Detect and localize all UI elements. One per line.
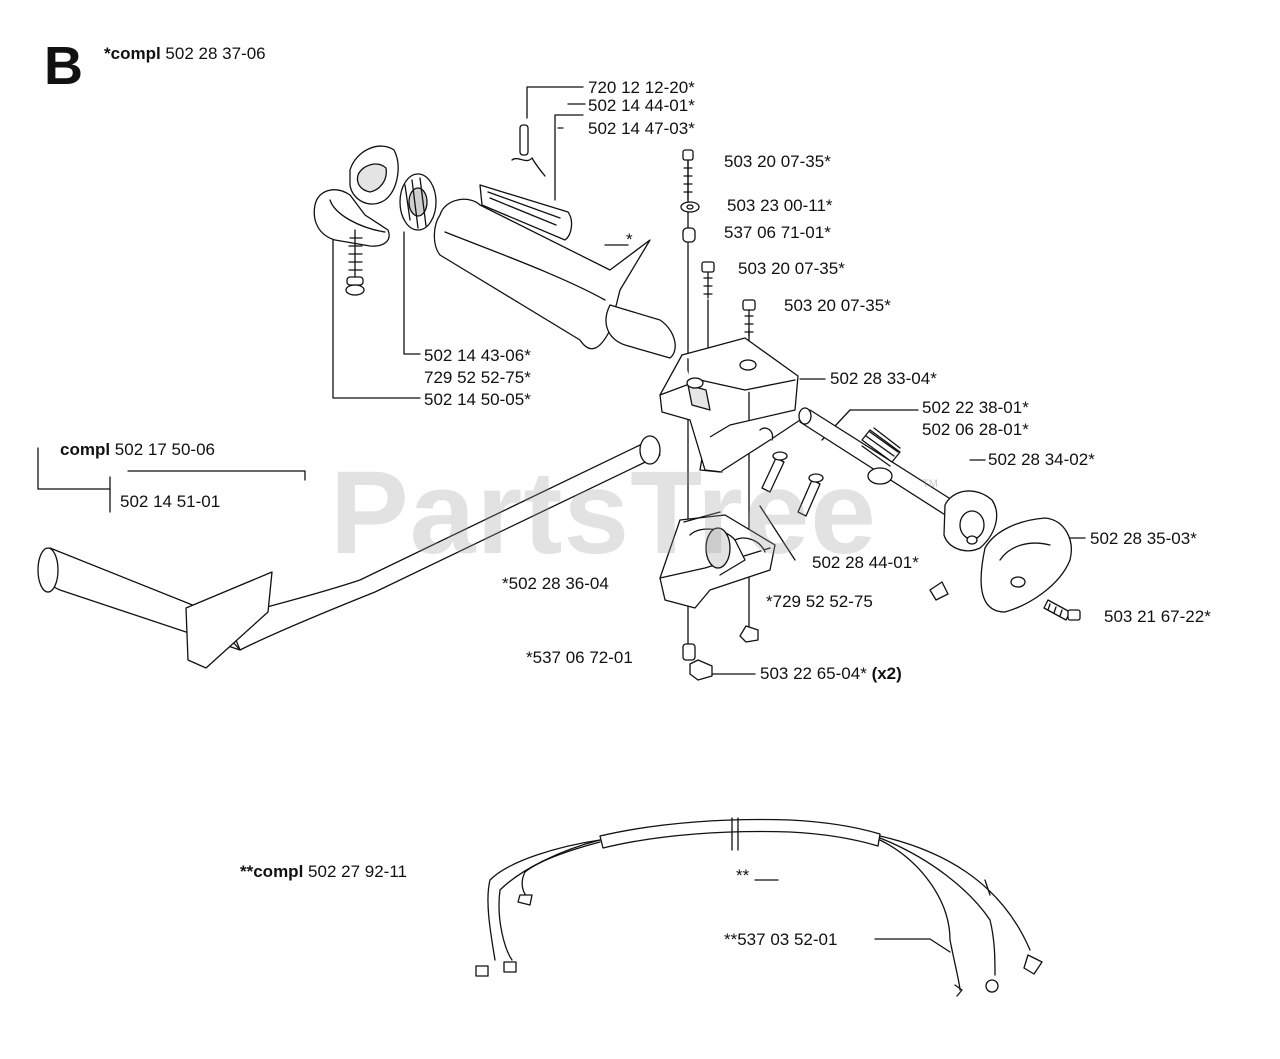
bottom-screws-nuts (682, 625, 759, 681)
watermark: PartsTree (330, 447, 877, 579)
cable-assembly-header: **compl 502 27 92-11 (240, 862, 407, 881)
part-label: *502 28 36-04 (502, 574, 609, 593)
part-label: 502 28 35-03* (1090, 529, 1197, 548)
main-tube (37, 435, 661, 669)
part-label: 502 14 43-06* (424, 346, 531, 365)
part-label: * (626, 230, 633, 249)
trigger-ring (399, 173, 437, 231)
part-label: *729 52 52-75 (766, 592, 873, 611)
cable-harness (475, 817, 1043, 997)
part-label: 502 14 50-05* (424, 390, 531, 409)
lower-clamp (659, 511, 776, 609)
throttle-lever (479, 184, 573, 241)
part-label: **537 03 52-01 (724, 930, 838, 949)
part-label-with-qty: 503 22 65-04* (x2) (760, 664, 902, 683)
control-shaft (798, 407, 961, 519)
part-label: *537 06 72-01 (526, 648, 633, 667)
tube-assembly-header: compl 502 17 50-06 (60, 440, 215, 459)
part-label: ** (736, 866, 750, 885)
cable-nipple (929, 490, 998, 601)
part-label: 502 14 51-01 (120, 492, 221, 511)
part-label: 503 21 67-22* (1104, 607, 1211, 626)
part-label: 503 20 07-35* (738, 259, 845, 278)
part-label: 503 23 00-11* (727, 196, 833, 215)
part-label: 720 12 12-20* (588, 78, 695, 97)
main-assembly-header: *compl 502 28 37-06 (104, 44, 266, 63)
part-label: 502 28 44-01* (812, 553, 919, 572)
throttle-housing (313, 145, 399, 247)
part-label: 502 28 33-04* (830, 369, 937, 388)
part-label: 502 06 28-01* (922, 420, 1029, 439)
clamp-bracket (659, 337, 801, 473)
watermark-trademark: TM (922, 478, 938, 490)
small-pins (761, 451, 824, 517)
handle-grip (433, 198, 676, 359)
section-letter: B (44, 36, 83, 96)
upper-screws (680, 149, 756, 337)
quantity-note: (x2) (871, 664, 902, 683)
handle-screw (345, 229, 365, 296)
cover-screw (1043, 599, 1081, 621)
part-label: 729 52 52-75* (424, 368, 531, 387)
spring-pin (511, 124, 546, 177)
part-label: 502 14 47-03* (588, 119, 695, 138)
part-label: 502 14 44-01* (588, 96, 695, 115)
end-cover (980, 517, 1072, 613)
part-label: 502 22 38-01* (922, 398, 1029, 417)
part-label: 503 20 07-35* (724, 152, 831, 171)
part-label: 503 20 07-35* (784, 296, 891, 315)
part-label: 502 28 34-02* (988, 450, 1095, 469)
part-label: 537 06 71-01* (724, 223, 831, 242)
